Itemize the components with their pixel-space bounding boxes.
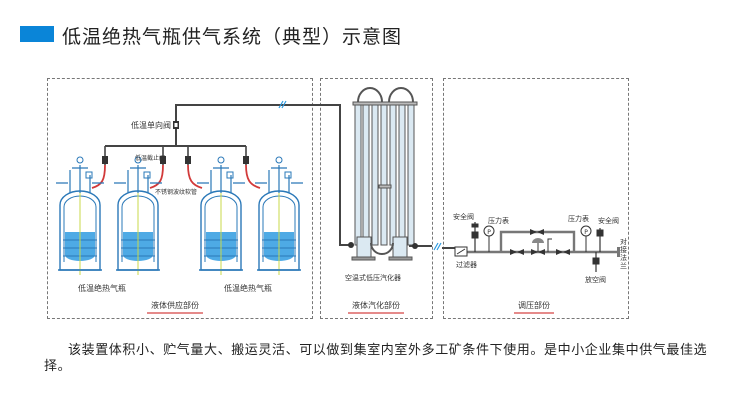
safety-valve-icon (471, 222, 604, 252)
hose-icon (91, 164, 261, 189)
outlet-valve-icon (412, 243, 418, 249)
cylinder-label-left: 低温绝热气瓶 (78, 284, 126, 293)
pressure-regulator-icon (531, 238, 552, 255)
branch-drops (104, 146, 247, 165)
safety-valve-left-label: 安全阀 (453, 213, 474, 221)
regulator-section-panel (443, 78, 629, 319)
cylinder-label-right: 低温绝热气瓶 (224, 284, 272, 293)
page-title: 低温绝热气瓶供气系统（典型）示意图 (62, 26, 403, 48)
flange-icon (617, 247, 620, 257)
cylinder-group (56, 156, 303, 275)
shutoff-valve-label: 低温截止阀 (135, 155, 166, 162)
cylinder-icon (56, 156, 104, 275)
flange-label: 对接法兰 (620, 238, 627, 270)
cylinder-icon (114, 156, 162, 275)
pressure-gauge-icon: P P (483, 225, 592, 252)
safety-valve-right-label: 安全阀 (598, 217, 619, 225)
regulator-section-label: 调压部份 (514, 300, 554, 314)
gate-valve-icon (510, 229, 570, 255)
supply-section-panel (47, 78, 313, 319)
vaporizer-label: 空温式低压汽化器 (345, 274, 401, 282)
check-valve-label: 低温单向阀 (131, 121, 171, 130)
main-pipe (105, 104, 352, 246)
vent-valve-icon (592, 252, 600, 272)
description-text: 该装置体积小、贮气量大、搬运灵活、可以做到集室内室外多工矿条件下使用。是中小企业… (44, 343, 708, 374)
check-valve-icon (173, 121, 179, 129)
cylinder-icon (255, 156, 303, 275)
gauge-symbol-right: P (584, 229, 588, 236)
hose-label: 不锈钢波纹软管 (155, 189, 198, 196)
pressure-gauge-left-label: 压力表 (488, 217, 509, 225)
gauge-symbol-left: P (487, 229, 491, 236)
cylinder-icon (197, 156, 245, 275)
title-accent-bar (20, 26, 54, 42)
vaporizer-section-label: 液体汽化部份 (348, 300, 404, 314)
shutoff-valve-icon (102, 156, 249, 164)
pipe-break-icon (278, 100, 442, 251)
supply-section-label: 液体供应部份 (147, 300, 203, 314)
inlet-valve-icon (348, 242, 354, 248)
vaporizer-section-panel (320, 78, 433, 319)
filter-mark (456, 248, 466, 255)
vent-valve-label: 放空阀 (585, 276, 606, 284)
filter-label: 过滤器 (456, 261, 477, 269)
pressure-gauge-right-label: 压力表 (568, 215, 589, 223)
vaporizer-icon (351, 87, 418, 261)
